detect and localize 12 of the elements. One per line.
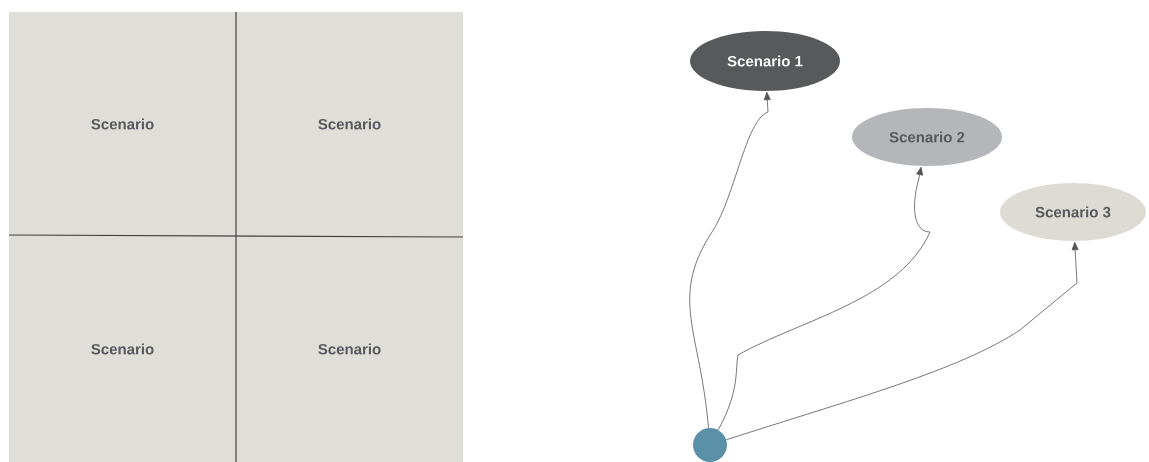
arrow [717, 166, 931, 431]
scenario-quadrant: Scenario [9, 12, 236, 236]
node-label: Scenario [318, 343, 381, 355]
scenario-quadrant: Scenario [236, 12, 463, 236]
arrow [689, 91, 771, 429]
scenario-quadrant: Scenario [236, 236, 463, 462]
node-label: Scenario [91, 343, 154, 355]
arrow [726, 241, 1079, 441]
node-label: Scenario [91, 118, 154, 130]
start-circle [693, 428, 727, 462]
node-label: Scenario [318, 118, 381, 130]
scenario-quadrant: Scenario [9, 236, 236, 462]
